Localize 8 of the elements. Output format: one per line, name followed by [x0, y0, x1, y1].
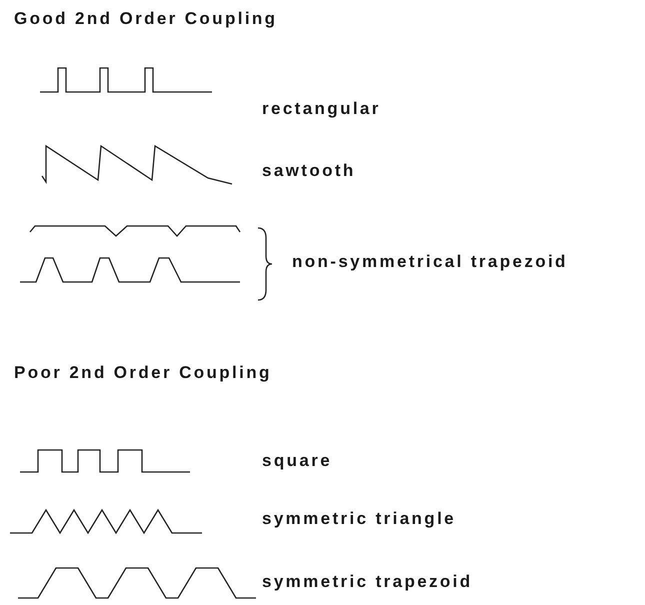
waveform-label: sawtooth	[262, 160, 356, 182]
section-heading: Good 2nd Order Coupling	[14, 8, 278, 30]
section-heading: Poor 2nd Order Coupling	[14, 362, 272, 384]
waveform-label: non-symmetrical trapezoid	[292, 251, 568, 273]
waveform-label: symmetric trapezoid	[262, 571, 473, 593]
waveform-label: square	[262, 450, 332, 472]
waveform-label: rectangular	[262, 98, 381, 120]
waveform-label: symmetric triangle	[262, 508, 456, 530]
